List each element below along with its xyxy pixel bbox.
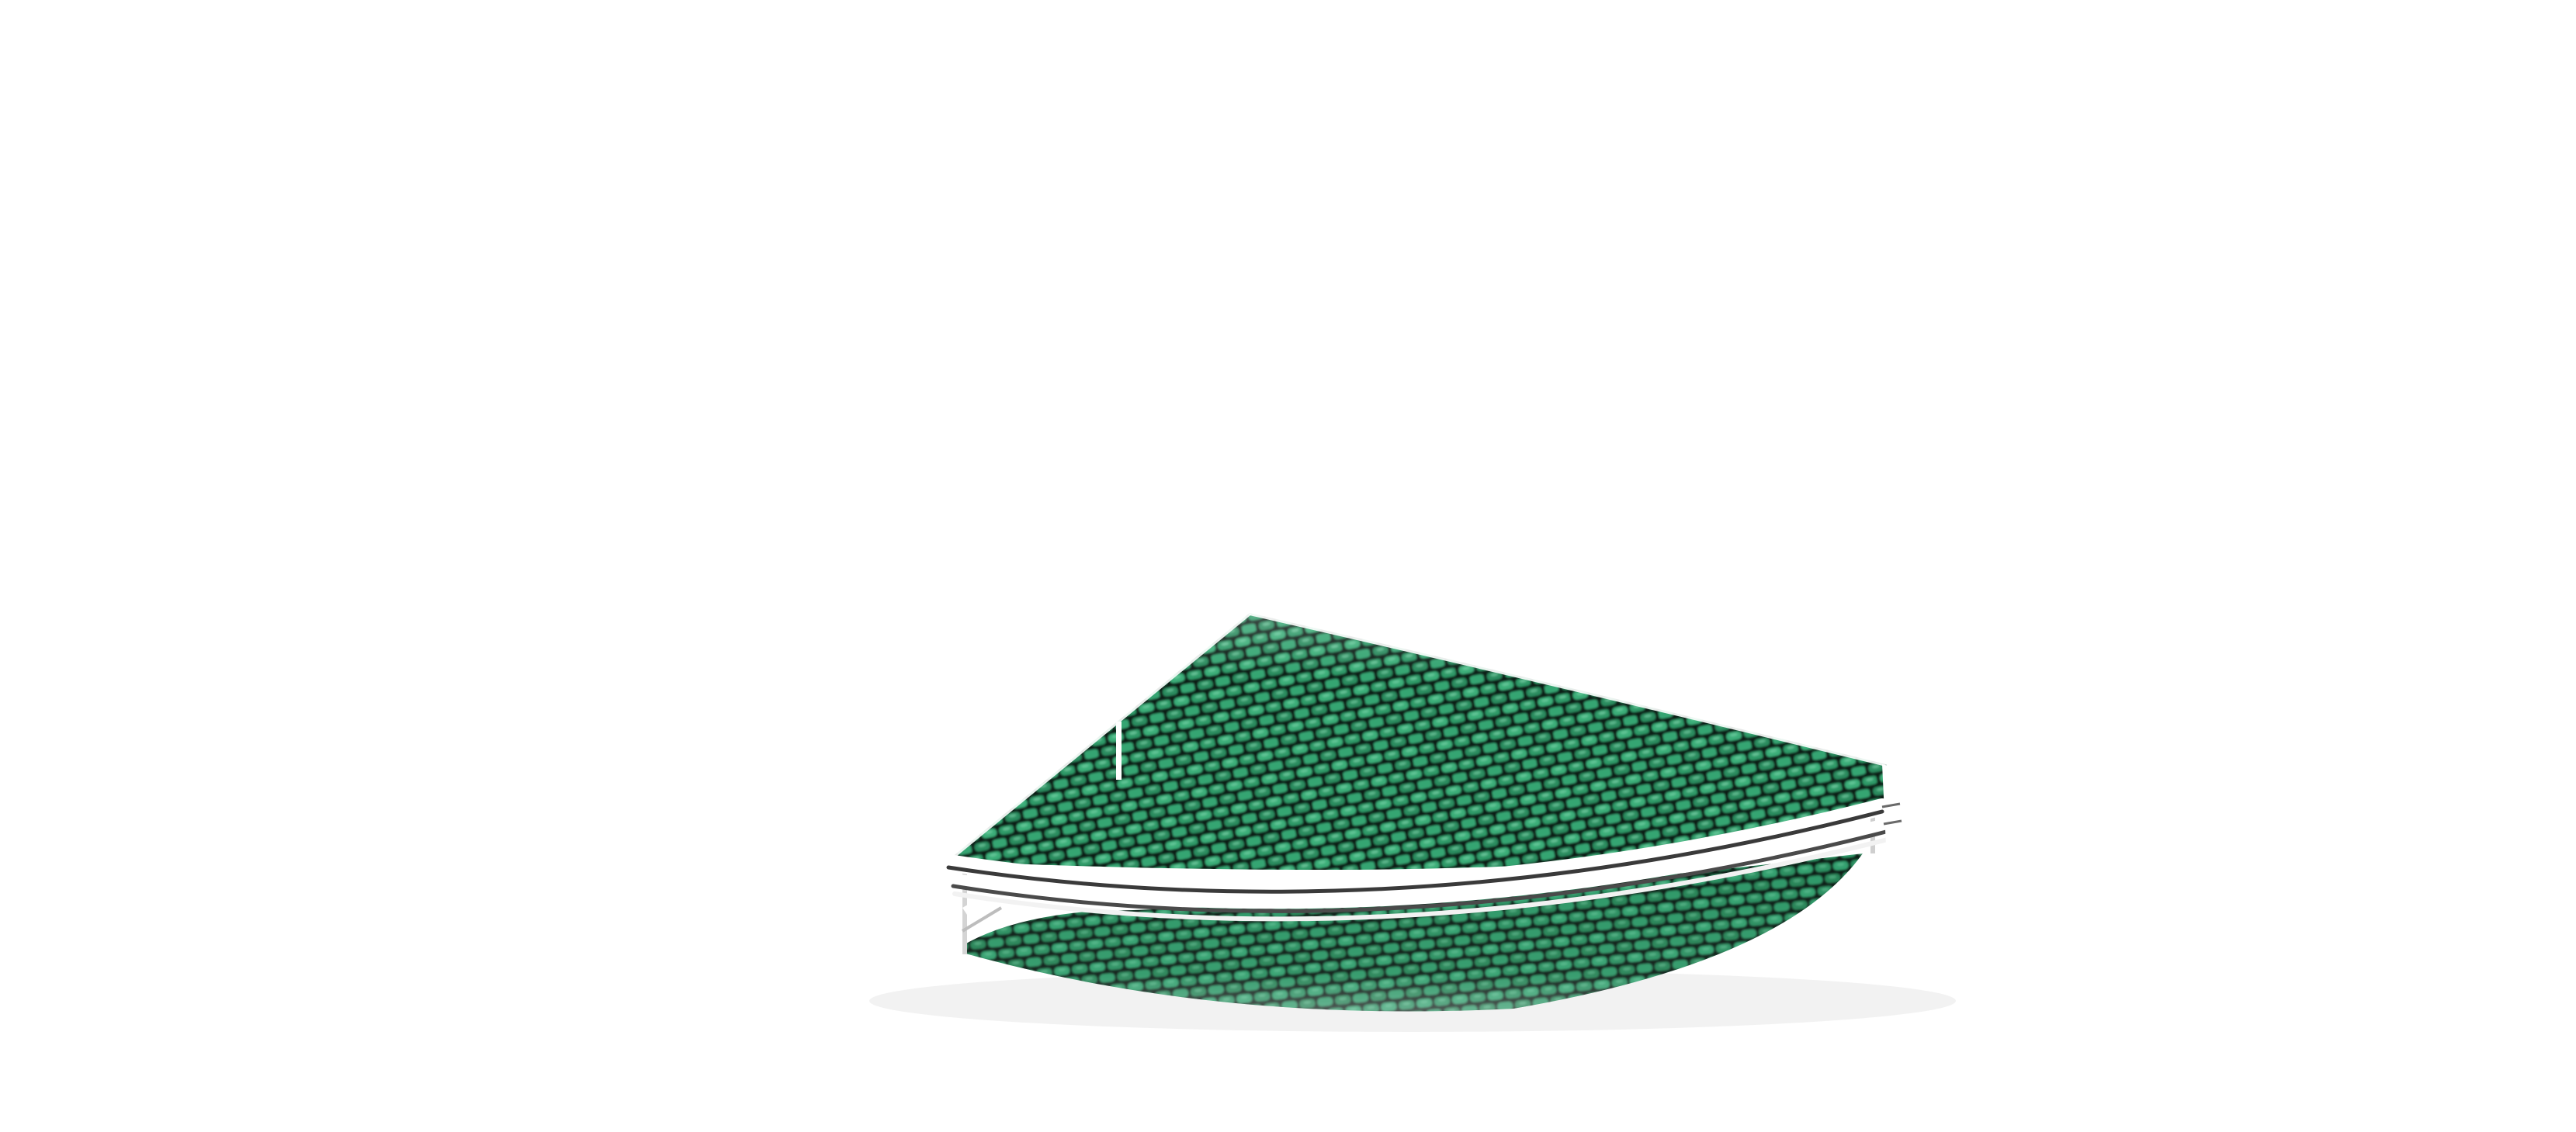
- upper-tier-rim: [940, 798, 1891, 922]
- frame-post: [1116, 722, 1122, 780]
- upper-tier-back-frame: [945, 611, 1887, 864]
- right-end-cap: [1881, 764, 1902, 846]
